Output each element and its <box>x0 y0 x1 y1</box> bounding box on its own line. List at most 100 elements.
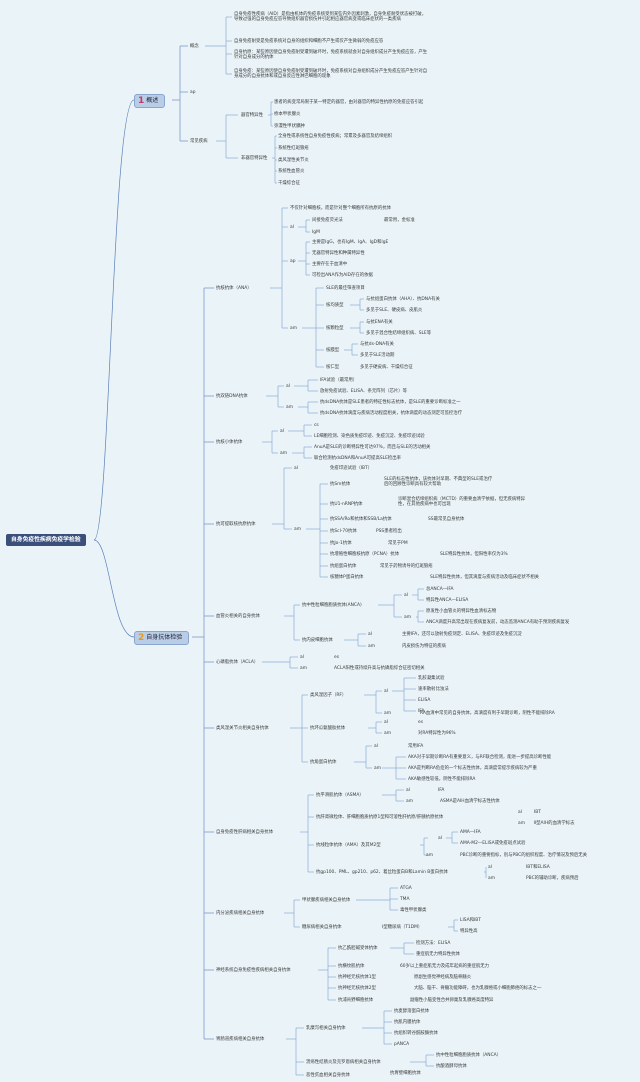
akf-am[interactable]: am <box>384 731 391 736</box>
node-gi[interactable]: 胃肠道疾病相关自身抗体 <box>216 1037 265 1042</box>
ama-am[interactable]: am <box>426 853 433 858</box>
ana-pattern-rim[interactable]: 核膜型 <box>326 348 340 353</box>
rf-al[interactable]: al <box>384 689 388 694</box>
aka-am[interactable]: am <box>374 766 381 771</box>
nonorgan-item: 类风湿性关节炎 <box>278 158 309 163</box>
ana-ap[interactable]: ap <box>290 259 296 264</box>
akf-al[interactable]: al <box>384 720 388 725</box>
anca-am[interactable]: am <box>404 615 411 620</box>
node-ama[interactable]: 抗线粒体抗体（AMA）及其M2型 <box>316 843 381 848</box>
node-anna2[interactable]: 抗神经元核抗体2型 <box>338 986 376 991</box>
node-celiac[interactable]: 乳糜泻相关自身抗体 <box>306 1026 346 1031</box>
anca-al[interactable]: al <box>404 593 408 598</box>
node-ena[interactable]: 抗可提取核抗原抗体 <box>216 522 256 527</box>
node-thyroid[interactable]: 甲状腺疾病相关自身抗体 <box>302 898 351 903</box>
acl-am-item: ACLA阳性或持续升高与抗磷脂综合征密切相关 <box>334 666 425 671</box>
ena-am[interactable]: am <box>294 527 301 532</box>
ama-al-item: AMA—IFA <box>460 830 481 835</box>
node-neuro[interactable]: 神经系统自身免疫性疾病相关自身抗体 <box>216 968 291 973</box>
rf-al-item: ELISA <box>418 698 431 703</box>
rf-al-item: IFA <box>418 709 425 714</box>
node-rf[interactable]: 类风湿因子（RF） <box>310 693 347 698</box>
aeca-al[interactable]: al <box>368 632 372 637</box>
sm-am-item: AnuA是SLE的诊断特异性可达97%，而且与SLE的活动相关 <box>314 445 431 450</box>
sm-am[interactable]: am <box>280 451 287 456</box>
node-aeca[interactable]: 抗内皮细胞抗体 <box>302 638 333 643</box>
concept-item: 自身免疫：某些原因使自身免疫耐受遭到破坏时，免疫系统对自身组织成分产生免疫应答产… <box>234 69 428 79</box>
node-common-diseases[interactable]: 常见疾病 <box>190 139 208 144</box>
node-anti-ccp[interactable]: 抗环瓜氨酸肽抗体 <box>310 726 346 731</box>
node-crohn[interactable]: 溃疡性结肠炎及克罗恩病相关自身抗体 <box>306 1060 381 1065</box>
root-node[interactable]: 自身免疫性疾病免疫学检验 <box>6 534 86 546</box>
node-nucleosome[interactable]: 抗核小体抗体 <box>216 440 243 445</box>
ena-antibody: 抗组蛋白抗体 <box>330 564 357 569</box>
sm-al[interactable]: al <box>280 429 284 434</box>
node-liver[interactable]: 自身免疫性肝病相关自身抗体 <box>216 830 274 835</box>
node-achr[interactable]: 抗乙酰胆碱受体抗体 <box>338 946 378 951</box>
ena-antibody-desc: 常见于药物诱导的红斑狼疮 <box>380 564 433 569</box>
aka-al-item: 常用IFA <box>408 744 424 749</box>
ena-antibody: 抗Scl-70抗体 <box>330 529 357 534</box>
node-organ-specific[interactable]: 器官特异性 <box>241 113 263 118</box>
node-ra[interactable]: 类风湿关节炎相关自身抗体 <box>216 726 269 731</box>
ama-am-item: PBC诊断的重要指标，别与PBC的组织程度、治疗情况及预后无关 <box>460 853 588 858</box>
node-anna1[interactable]: 抗神经元核抗体1型 <box>338 975 376 980</box>
node-diabetes[interactable]: 糖尿病相关自身抗体 <box>302 925 342 930</box>
ena-antibody-desc: PSS患者检出 <box>376 529 402 534</box>
ana-am[interactable]: am <box>290 326 297 331</box>
node-endocrine[interactable]: 内分泌疾病相关自身抗体 <box>216 911 265 916</box>
acl-al-item: es <box>334 655 339 660</box>
thyroid-item: TMA <box>400 897 410 902</box>
node-concept[interactable]: 概念 <box>190 44 199 49</box>
neuro-desc: 60岁以上重症肌无力及成年起病的重症肌无力 <box>400 964 490 969</box>
dsdna-al[interactable]: al <box>286 384 290 389</box>
node-vasculitis[interactable]: 血管炎相关的自身抗体 <box>216 614 260 619</box>
gp-al[interactable]: al <box>488 865 492 870</box>
node-purkinje[interactable]: 抗浦肯野细胞抗体 <box>338 998 374 1003</box>
node-t1dm[interactable]: Ⅰ型糖尿病（T1DM） <box>382 925 423 930</box>
ana-pattern-homogeneous[interactable]: 核均质型 <box>326 303 344 308</box>
asma-al-item: IFA <box>438 788 445 793</box>
node-lkm[interactable]: 抗肝肾微粒体、肝细胞胞质抗原1型和可溶性肝抗原/肝胰抗原抗体 <box>316 815 444 820</box>
gp-am[interactable]: am <box>488 876 495 881</box>
rf-am[interactable]: am <box>384 711 391 716</box>
concept-item: 自身抗原：某些原因使自身免疫耐受遭到破坏时，免疫系统就会对自身组织成分产生免疫应… <box>234 50 428 60</box>
node-striated-muscle[interactable]: 抗横纹肌抗体 <box>338 964 365 969</box>
dsdna-am[interactable]: am <box>286 405 293 410</box>
ana-pattern-speckled[interactable]: 核颗粒型 <box>326 326 344 331</box>
dsdna-al-item: 放射免疫试验、ELISA、条元阵列（芯片）等 <box>320 389 408 394</box>
node-pernicious-anemia[interactable]: 恶性贫血相关自身抗体 <box>306 1073 350 1078</box>
achr-item: 重症肌无力特异性抗体 <box>416 952 460 957</box>
ena-antibody-desc: 诊断混合结缔组织病（MCTD）的重要血清学依据，但无疾病特异性，在其他疾病中也可… <box>398 497 526 507</box>
node-ana[interactable]: 抗核抗体（ANA） <box>216 286 252 291</box>
node-pbc-antigens[interactable]: 抗gp100、PML、gp210、p62、着丝粒蛋白B和Lamin B蛋白抗体 <box>316 870 448 875</box>
ena-antibody: 核糖体P蛋白抗体 <box>330 575 364 580</box>
lkm-am[interactable]: am <box>518 821 525 826</box>
lkm-al[interactable]: al <box>518 810 522 815</box>
node-dsdna[interactable]: 抗双链DNA抗体 <box>216 394 248 399</box>
acl-al[interactable]: al <box>300 655 304 660</box>
ena-al[interactable]: al <box>294 466 298 471</box>
ana-screen: SLE的最佳筛查项目 <box>326 286 365 291</box>
node-aka[interactable]: 抗角蛋白抗体 <box>310 760 337 765</box>
aeca-am-item: 内皮损伤为特征的疾病 <box>402 644 446 649</box>
nonorgan-item: 系统性红斑狼疮 <box>278 146 309 151</box>
ama-al[interactable]: al <box>438 836 442 841</box>
asma-al[interactable]: al <box>406 788 410 793</box>
aka-al[interactable]: al <box>374 744 378 749</box>
node-anca[interactable]: 抗中性粒细胞胞质抗体(ANCA) <box>302 603 362 608</box>
ena-antibody: 抗Jo-1抗体 <box>330 541 352 546</box>
node-asma[interactable]: 抗平滑肌抗体（ASMA） <box>316 793 364 798</box>
node-acl[interactable]: 心磷脂抗体（ACLA） <box>216 660 259 665</box>
ana-al[interactable]: al <box>290 225 294 230</box>
node-ap[interactable]: ap <box>190 90 196 95</box>
ana-pattern-nucleolar[interactable]: 核仁型 <box>326 365 340 370</box>
asma-am[interactable]: am <box>406 799 413 804</box>
aeca-am[interactable]: am <box>368 644 375 649</box>
aka-am-item: AKA对于早期诊断RA有重要意义，与RF联合检测，能进一步提高诊断性能 <box>408 755 552 760</box>
node-nonorgan-specific[interactable]: 非器官特异性 <box>241 156 268 161</box>
acl-am[interactable]: am <box>300 666 307 671</box>
